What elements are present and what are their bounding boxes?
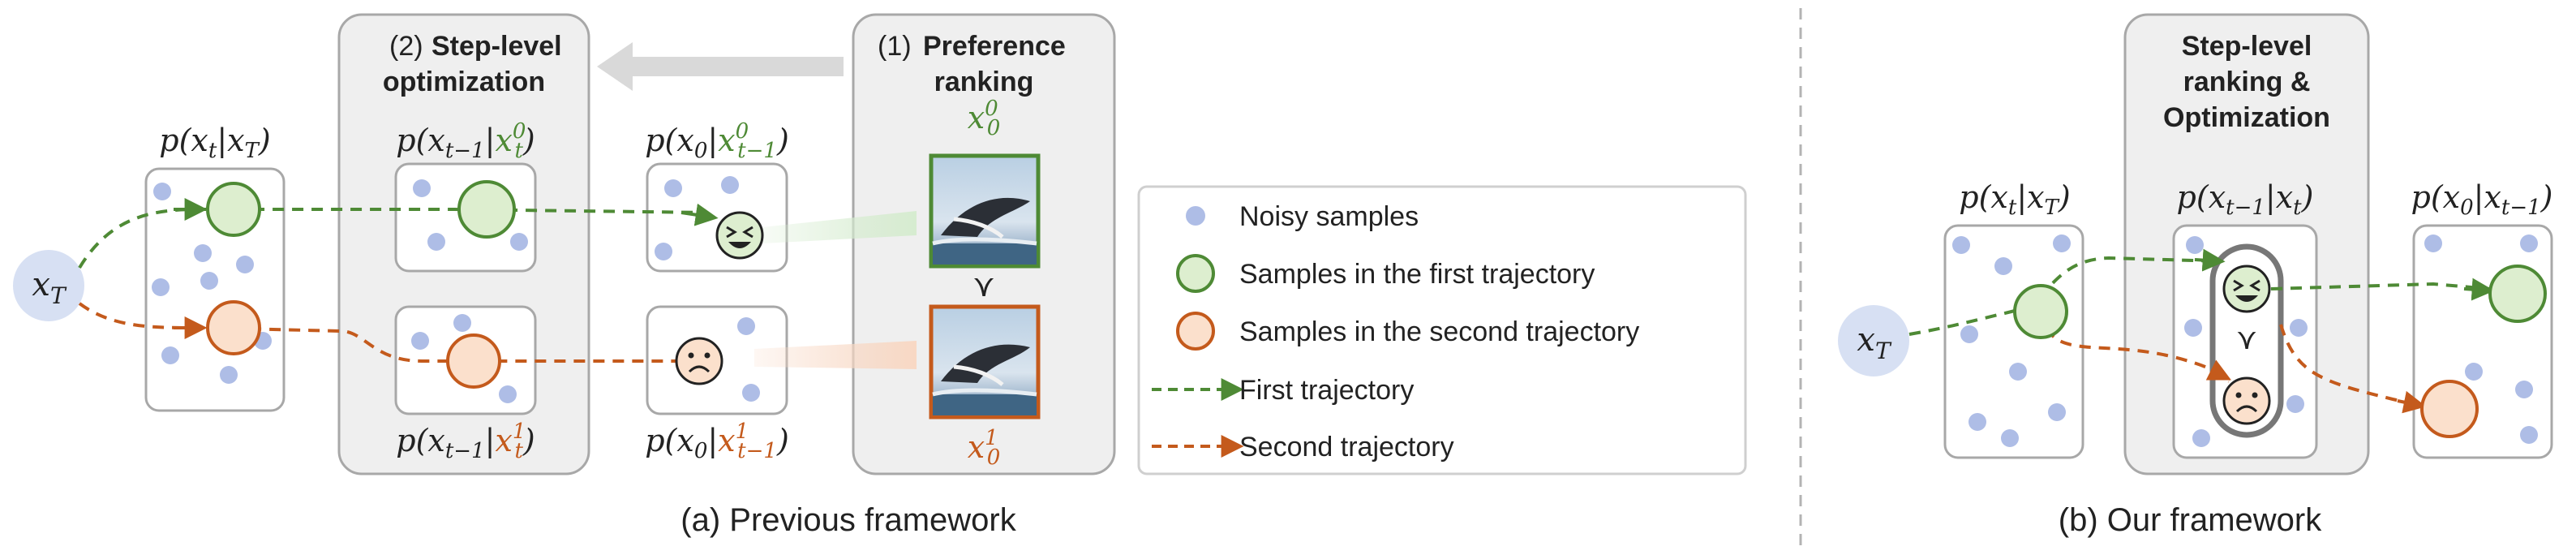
whale-image-top xyxy=(929,153,1041,269)
step-level-number: (2) xyxy=(389,31,423,62)
ranking-title-2: ranking & xyxy=(2183,67,2311,97)
legend-label-0: Noisy samples xyxy=(1239,201,1419,232)
start-node-xT-left xyxy=(13,250,84,321)
orange-sample-1 xyxy=(206,300,261,355)
r-orange-trajectory-2 xyxy=(2279,324,2423,407)
noisy-dots-left xyxy=(152,176,760,403)
legend-label-1: Samples in the first trajectory xyxy=(1239,259,1595,290)
ranking-comparator-right: ⋎ xyxy=(2236,322,2257,355)
legend-label-3: First trajectory xyxy=(1239,375,1414,406)
start-node-xT-right xyxy=(1838,305,1909,376)
label-p-xt-given-xT: p(xt|xT) xyxy=(159,123,270,163)
preference-comparator: ⋎ xyxy=(972,269,995,303)
preference-title-2: ranking xyxy=(934,67,1034,97)
happy-face-icon xyxy=(715,211,764,260)
caption-b: (b) Our framework xyxy=(2059,502,2322,538)
step-level-title-2: optimization xyxy=(383,67,545,97)
green-fade-connector xyxy=(762,211,917,243)
step-level-title-1: Step-level xyxy=(431,31,562,62)
noisy-dot-icon xyxy=(1186,206,1205,226)
orange-sample-2 xyxy=(446,333,501,389)
right-panel: Step-level ranking & Optimization p(xt|x… xyxy=(1838,13,2553,538)
green-sample-1 xyxy=(206,182,261,237)
green-sample-2 xyxy=(457,180,516,239)
orange-fade-connector xyxy=(754,341,917,369)
orange-trajectory-left xyxy=(78,302,706,363)
ranking-title-1: Step-level xyxy=(2182,31,2312,62)
orange-circle-icon xyxy=(1176,312,1215,351)
ranking-title-3: Optimization xyxy=(2163,102,2330,133)
r-sad-face-icon xyxy=(2222,376,2271,425)
r-green-sample-1 xyxy=(2013,284,2068,339)
r-label-p-xt-given-xT: p(xt|xT) xyxy=(1959,179,2070,220)
green-circle-icon xyxy=(1176,254,1215,293)
r-green-sample-3 xyxy=(2488,265,2547,323)
preference-number: (1) xyxy=(878,31,912,62)
sad-face-icon xyxy=(675,337,723,385)
r-orange-sample-3 xyxy=(2420,380,2479,438)
legend-box xyxy=(1137,185,1747,475)
r-green-trajectory-2 xyxy=(2270,282,2491,290)
legend-label-4: Second trajectory xyxy=(1239,432,1454,462)
left-panel: (2) Step-level optimization (1) Preferen… xyxy=(13,13,1747,538)
legend-label-2: Samples in the second trajectory xyxy=(1239,316,1639,347)
caption-a: (a) Previous framework xyxy=(680,502,1016,538)
noisy-dots-right xyxy=(1952,234,2538,447)
preference-title-1: Preference xyxy=(923,31,1066,62)
r-label-p-x0-given-xt1: p(x0|xt−1) xyxy=(2411,179,2553,220)
r-happy-face-icon xyxy=(2222,265,2271,313)
ranking-to-optimization-arrow xyxy=(597,42,844,91)
whale-image-bottom xyxy=(929,304,1041,419)
r-group-box-1 xyxy=(1943,224,2084,459)
